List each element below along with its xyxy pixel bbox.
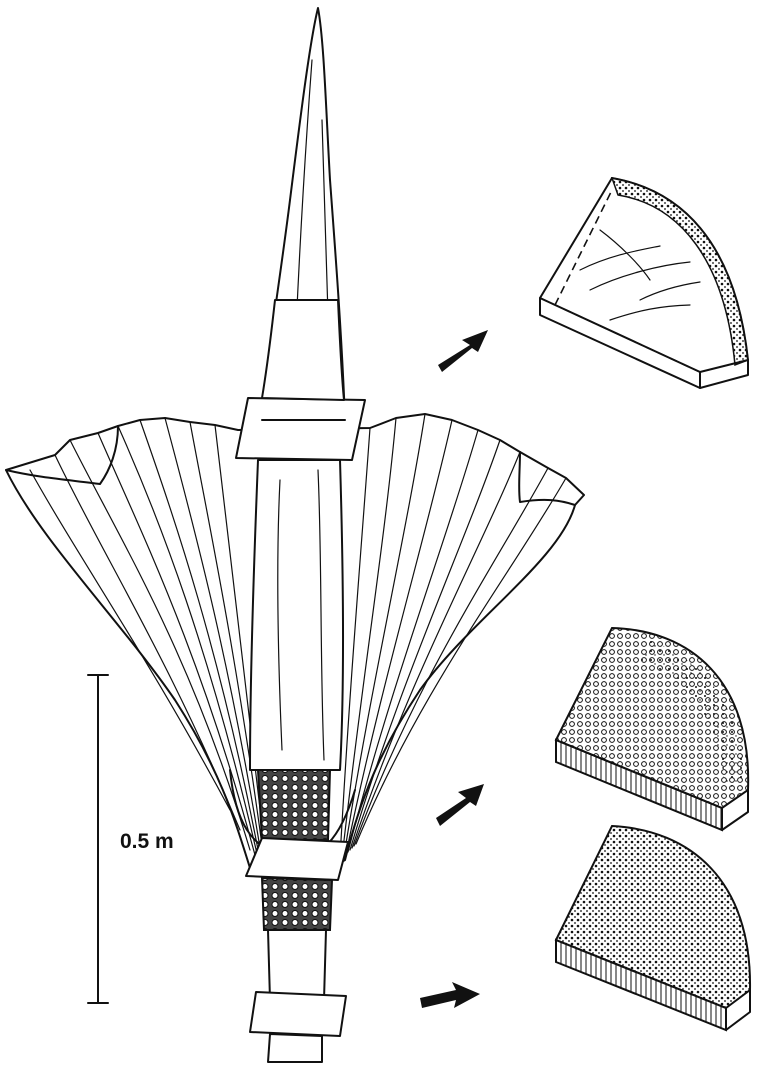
section-plane-middle xyxy=(246,838,348,880)
section-plane-bottom xyxy=(250,992,346,1036)
section-plane-top xyxy=(236,398,365,460)
section-appendix xyxy=(540,178,748,388)
section-male-zone xyxy=(556,628,748,830)
peduncle xyxy=(250,930,346,1062)
arrow-icon xyxy=(420,982,480,1008)
scale-bar: 0.5 m xyxy=(88,675,174,1003)
male-flower-zone xyxy=(258,770,330,840)
scale-bar-label: 0.5 m xyxy=(120,830,174,853)
section-female-zone xyxy=(556,826,750,1030)
female-flower-zone xyxy=(262,878,332,930)
appendix-column xyxy=(250,460,343,770)
arrow-icon xyxy=(438,330,488,372)
arrow-icon xyxy=(436,784,484,826)
